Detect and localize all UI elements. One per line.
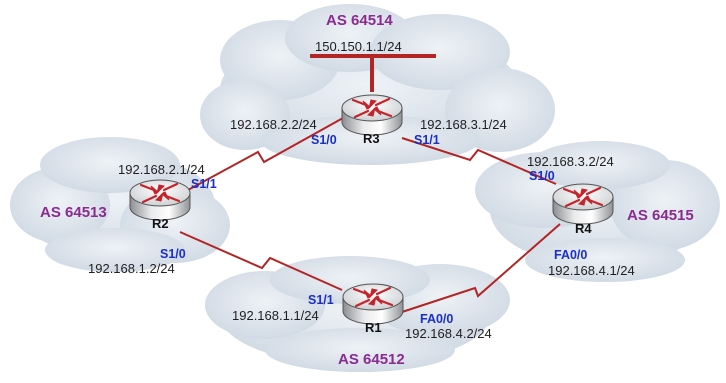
- r3-lan-ip: 150.150.1.1/24: [315, 39, 402, 54]
- router-r4-name: R4: [575, 221, 592, 236]
- r4-ip-top: 192.168.3.2/24: [527, 154, 614, 169]
- as-label-64514: AS 64514: [326, 12, 393, 29]
- router-r4[interactable]: [551, 182, 615, 226]
- r3-intf-right: S1/1: [414, 133, 440, 147]
- links: [179, 117, 561, 313]
- r2-ip-top: 192.168.2.1/24: [118, 162, 205, 177]
- r1-intf-right: FA0/0: [420, 312, 454, 326]
- router-r3[interactable]: [340, 93, 404, 137]
- as64513-cloud: [10, 137, 230, 272]
- r4-ip-bottom: 192.168.4.1/24: [548, 263, 635, 278]
- r3-ip-right: 192.168.3.1/24: [420, 117, 507, 132]
- link-r1-r4: [401, 223, 561, 313]
- r4-intf-bottom: FA0/0: [554, 248, 588, 262]
- router-r2[interactable]: [128, 178, 192, 222]
- link-r2-r1: [179, 231, 343, 291]
- r4-intf-top: S1/0: [529, 169, 555, 183]
- r1-ip-left: 192.168.1.1/24: [232, 308, 319, 323]
- router-r2-name: R2: [152, 216, 169, 231]
- link-r3-r4: [401, 137, 557, 185]
- r3-lan-segment: [310, 54, 436, 92]
- link-r2-r3: [187, 117, 344, 191]
- r3-intf-left: S1/0: [311, 133, 337, 147]
- r1-intf-left: S1/1: [308, 293, 334, 307]
- r2-intf-top: S1/1: [191, 177, 217, 191]
- router-r1-name: R1: [365, 320, 382, 335]
- r2-ip-bottom: 192.168.1.2/24: [88, 261, 175, 276]
- router-r1[interactable]: [341, 282, 405, 326]
- as-label-64513: AS 64513: [40, 204, 107, 221]
- as-label-64515: AS 64515: [627, 207, 694, 224]
- router-r3-name: R3: [363, 131, 380, 146]
- r2-intf-bottom: S1/0: [160, 247, 186, 261]
- as-label-64512: AS 64512: [338, 351, 405, 368]
- r3-ip-left: 192.168.2.2/24: [230, 117, 317, 132]
- r1-ip-right: 192.168.4.2/24: [405, 326, 492, 341]
